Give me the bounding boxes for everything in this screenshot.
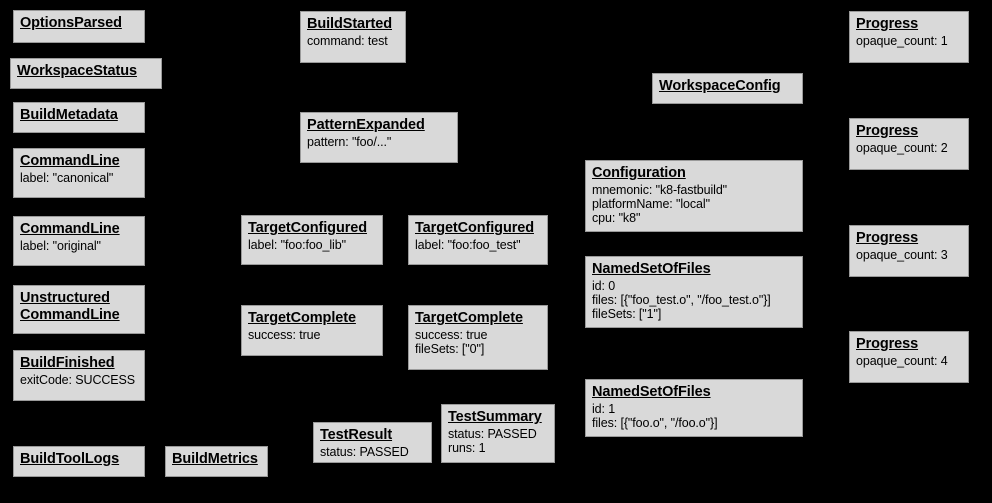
event-node-title: Progress [856,230,919,246]
event-node-title: BuildMetadata [20,107,118,123]
event-node-fields: opaque_count: 2 [856,141,962,155]
event-node-field: label: "foo:foo_lib" [248,237,346,252]
event-node-title: Progress [856,123,919,139]
event-node-field: label: "foo:foo_test" [415,237,521,252]
event-node-title: PatternExpanded [307,117,425,133]
event-node-field: command: test [307,33,388,48]
event-node-fields: label: "foo:foo_lib" [248,238,376,252]
event-node-fields: mnemonic: "k8-fastbuild"platformName: "l… [592,183,796,226]
event-node-field: id: 1 [592,401,616,416]
event-node-title: BuildStarted [307,16,393,32]
event-node-fields: command: test [307,34,399,48]
event-node-fields: opaque_count: 3 [856,248,962,262]
event-node-options-parsed[interactable]: OptionsParsed [13,10,145,43]
event-node-field: fileSets: ["1"] [592,307,662,322]
event-node-field: files: [{"foo_test.o", "/foo_test.o"}] [592,293,771,308]
event-node-fields: label: "foo:foo_test" [415,238,541,252]
event-node-fields: label: "canonical" [20,171,138,185]
event-node-field: status: PASSED [320,444,409,459]
event-node-fields: success: true [248,328,376,342]
event-node-fields: opaque_count: 1 [856,34,962,48]
event-node-fields: status: PASSED [320,445,425,459]
event-node-title: TestResult [320,427,393,443]
event-node-title: WorkspaceStatus [17,63,137,79]
event-node-field: cpu: "k8" [592,211,641,226]
event-node-workspace-status[interactable]: WorkspaceStatus [10,58,162,89]
event-node-field: mnemonic: "k8-fastbuild" [592,182,728,197]
event-node-title: WorkspaceConfig [659,78,781,94]
event-node-field: label: "original" [20,238,101,253]
event-node-title: Progress [856,16,919,32]
event-node-field: files: [{"foo.o", "/foo.o"}] [592,416,718,431]
event-node-title: BuildFinished [20,355,115,371]
event-node-build-metrics[interactable]: BuildMetrics [165,446,268,477]
event-node-field: opaque_count: 2 [856,140,948,155]
event-node-title: TargetComplete [415,310,523,326]
event-node-title: Configuration [592,165,686,181]
event-node-title: CommandLine [20,153,120,169]
event-node-build-finished[interactable]: BuildFinished exitCode: SUCCESS [13,350,145,401]
event-node-fields: opaque_count: 4 [856,354,962,368]
event-node-workspace-config[interactable]: WorkspaceConfig [652,73,803,104]
event-node-field: opaque_count: 3 [856,247,948,262]
event-node-field: success: true [415,327,488,342]
event-node-title: BuildMetrics [172,451,258,467]
event-node-build-tool-logs[interactable]: BuildToolLogs [13,446,145,477]
event-node-build-metadata[interactable]: BuildMetadata [13,102,145,133]
event-node-title: Progress [856,336,919,352]
event-node-field: opaque_count: 1 [856,33,948,48]
event-node-title: NamedSetOfFiles [592,384,711,400]
event-node-field: exitCode: SUCCESS [20,372,136,387]
event-node-title: Unstructured CommandLine [20,290,120,323]
event-node-title: BuildToolLogs [20,451,120,467]
event-node-fields: pattern: "foo/..." [307,135,451,149]
event-node-field: platformName: "local" [592,197,710,212]
event-node-title: TestSummary [448,409,542,425]
event-node-field: label: "canonical" [20,170,114,185]
event-node-field: runs: 1 [448,441,486,456]
event-node-title: CommandLine [20,221,120,237]
event-node-field: opaque_count: 4 [856,353,948,368]
event-node-title: OptionsParsed [20,15,122,31]
event-node-unstructured-command-line[interactable]: Unstructured CommandLine [13,285,145,334]
event-node-title: TargetConfigured [248,220,367,236]
event-node-title: NamedSetOfFiles [592,261,711,277]
event-node-title: TargetComplete [248,310,356,326]
event-node-field: fileSets: ["0"] [415,342,485,357]
event-node-fields: label: "original" [20,239,138,253]
event-node-field: pattern: "foo/..." [307,134,392,149]
event-node-fields: exitCode: SUCCESS [20,373,138,387]
event-node-field: id: 0 [592,278,616,293]
event-node-field: status: PASSED [448,426,537,441]
event-node-title: TargetConfigured [415,220,534,236]
event-node-field: success: true [248,327,321,342]
